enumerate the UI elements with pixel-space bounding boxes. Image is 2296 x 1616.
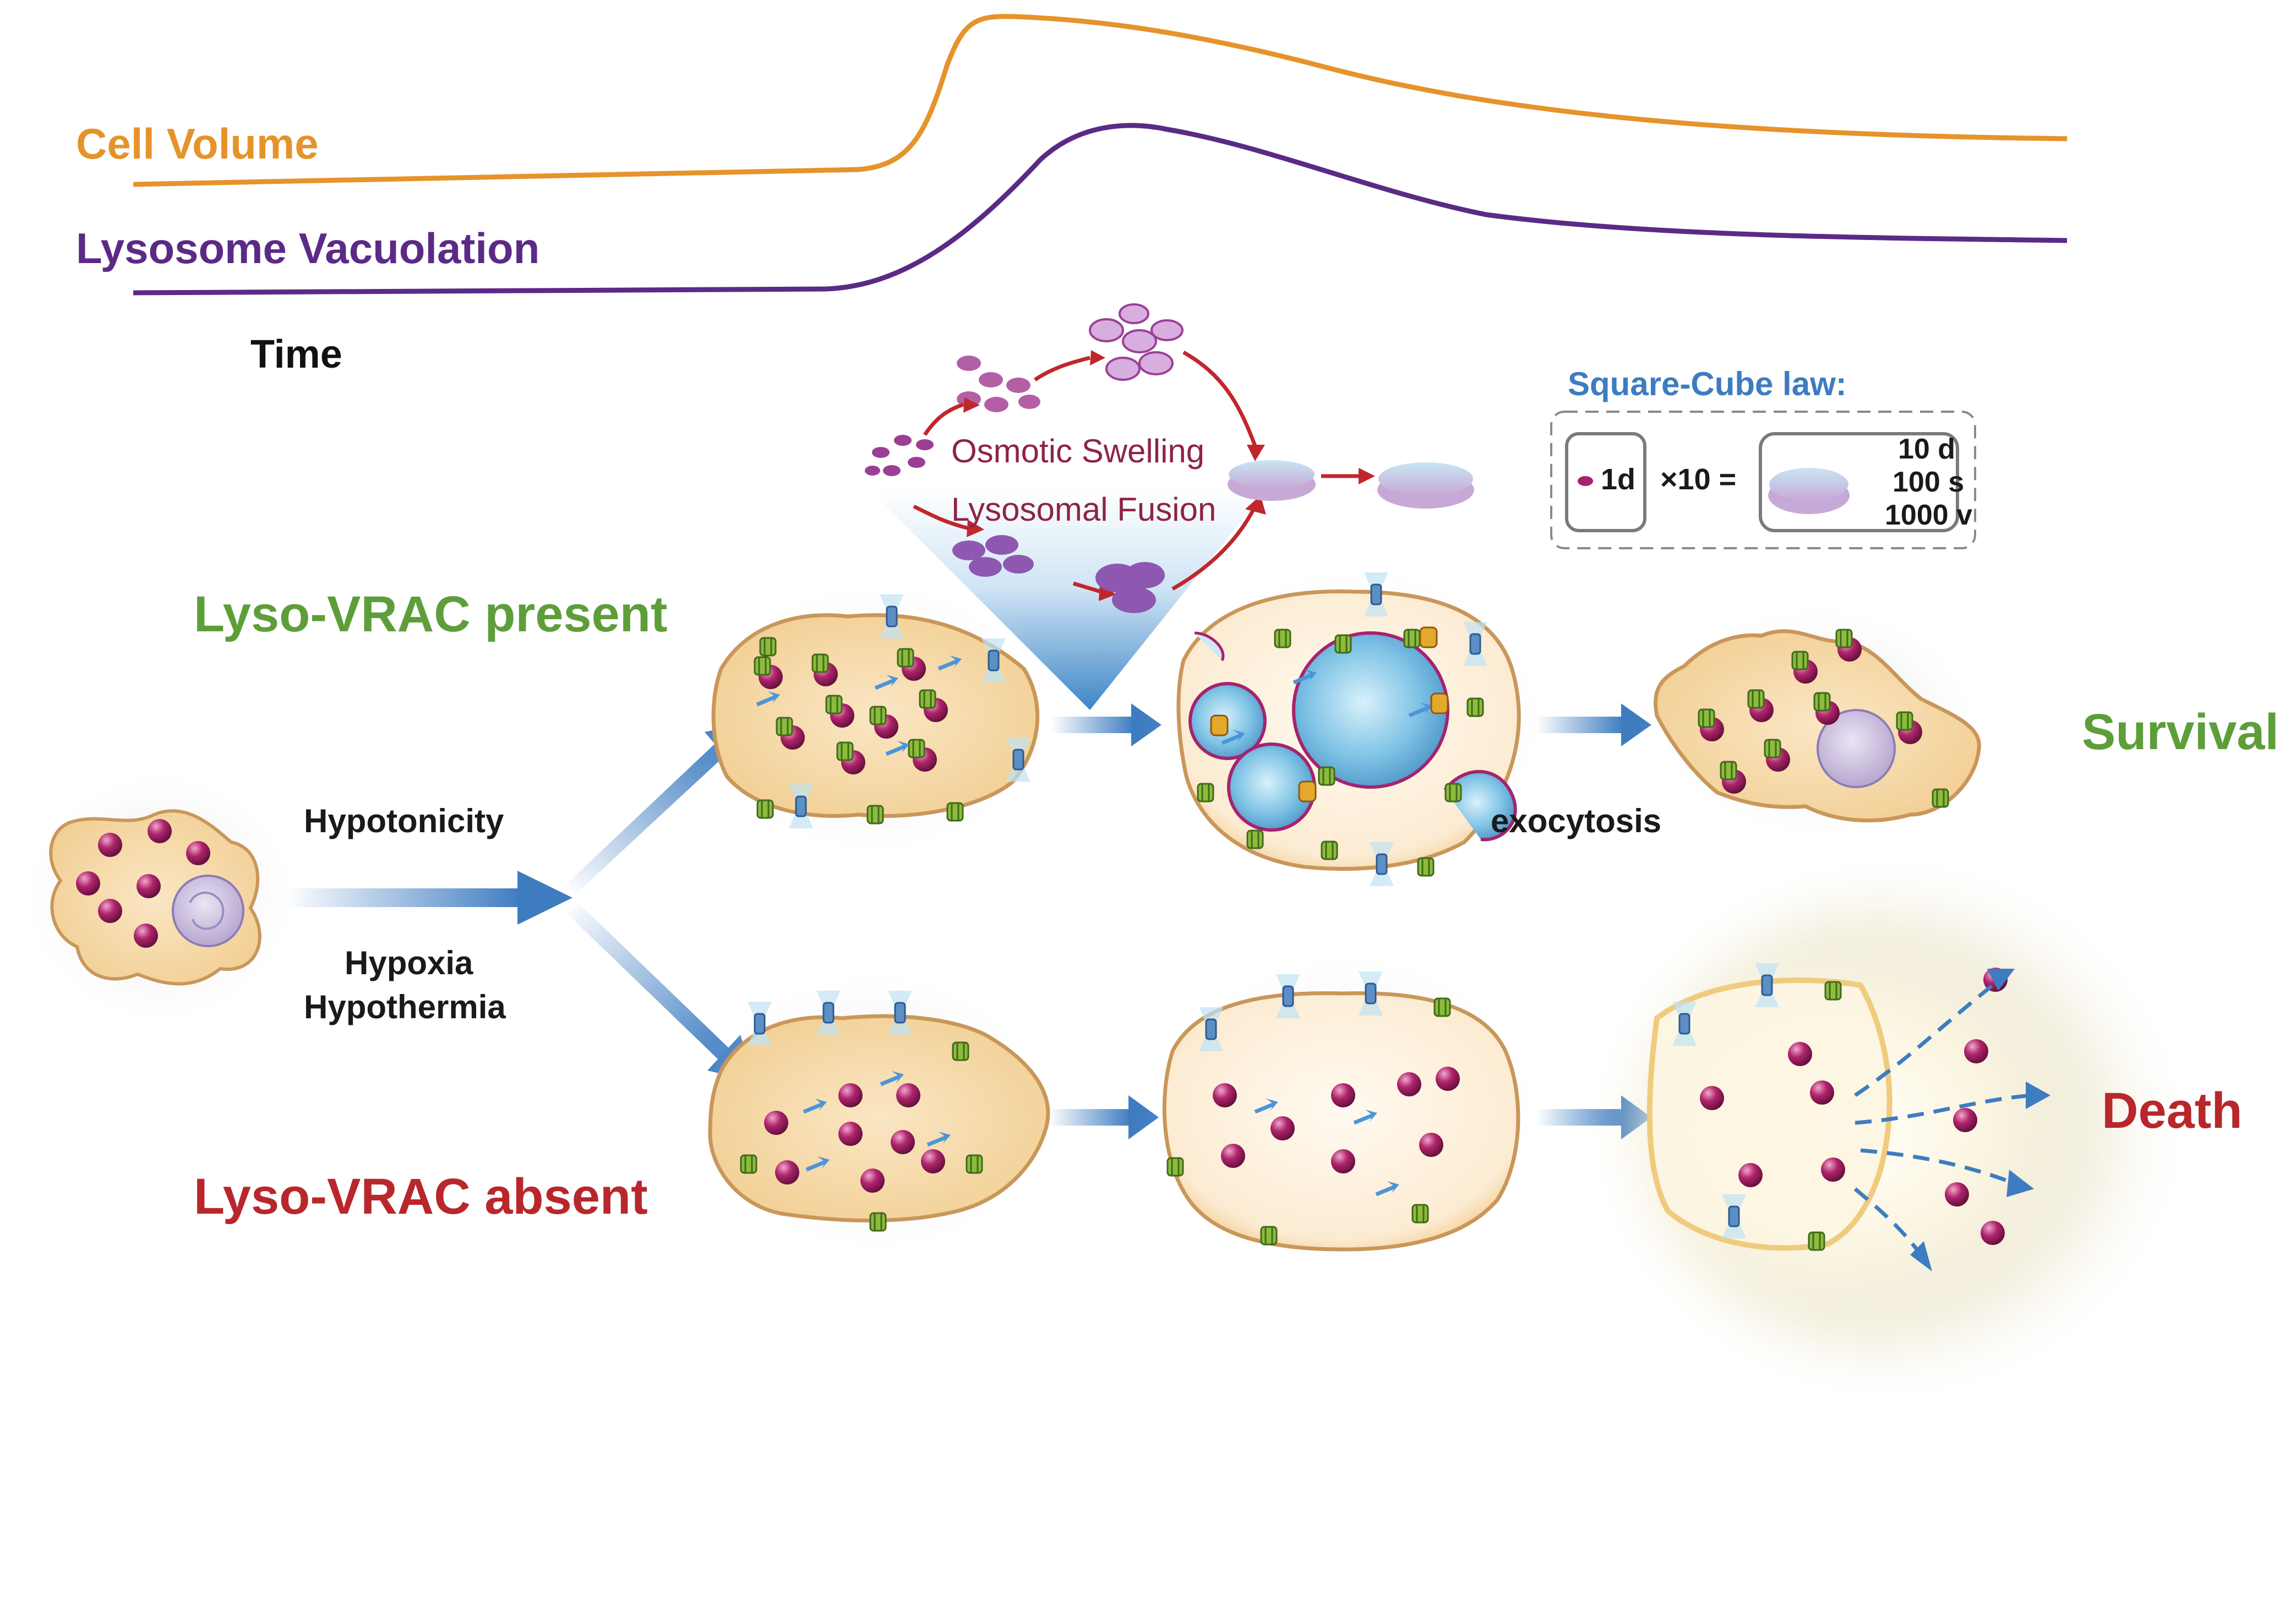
lysosomal-fusion-label: Lysosomal Fusion (951, 491, 1217, 528)
square-cube-volume: 1000 v (1885, 499, 1973, 531)
hypoxia-label: Hypoxia (345, 945, 473, 981)
arrow-absent-2 (1536, 1095, 1651, 1139)
starting-cell (17, 765, 303, 1029)
square-cube-diameter: 10 d (1898, 433, 1956, 465)
stimulus-arrow (285, 871, 572, 925)
bursting-cell (1635, 897, 2207, 1360)
lysosome-vacuolation-label: Lysosome Vacuolation (76, 224, 540, 272)
survival-label: Survival (2082, 704, 2279, 760)
lysosome-cluster-medium (957, 356, 1040, 412)
cell-volume-label: Cell Volume (76, 119, 319, 168)
square-cube-title: Square-Cube law: (1568, 365, 1847, 402)
swelling-cell-absent (688, 963, 1062, 1260)
hypotonicity-label: Hypotonicity (304, 802, 504, 839)
survival-cell (1646, 600, 1987, 842)
swelling-cell-present (694, 575, 1057, 861)
swollen-disk-1 (1228, 460, 1316, 501)
arrow-absent-1 (1049, 1095, 1159, 1139)
arrow-present-1 (1051, 703, 1161, 746)
lyso-vrac-absent-label: Lyso-VRAC absent (194, 1169, 648, 1225)
time-label: Time (250, 332, 342, 376)
vac-channel-yellow (1210, 626, 1449, 802)
lysosome-cluster-large (1089, 303, 1184, 381)
swollen-disk-2 (1377, 462, 1474, 509)
swelling-arrows (913, 350, 1360, 594)
death-label: Death (2102, 1083, 2243, 1139)
square-cube-surface: 100 s (1893, 466, 1965, 498)
leak-arrows (1853, 984, 2032, 1257)
swollen-cell-absent (1145, 944, 1552, 1274)
vacuolated-cell-present (1150, 556, 1558, 887)
square-cube-box (1550, 411, 1976, 549)
leak-arrowheads (1910, 969, 2050, 1271)
osmotic-swelling-label: Osmotic Swelling (951, 433, 1205, 469)
exocytosis-label: exocytosis (1491, 802, 1662, 839)
square-cube-small-label: 1d (1601, 463, 1636, 496)
lysosome-cluster-small (865, 435, 934, 476)
lyso-vrac-present-label: Lyso-VRAC present (194, 586, 668, 642)
lysosome-vacuolation-curve (133, 123, 2068, 296)
fused-lysosome-clusters (952, 535, 1165, 613)
square-cube-multiplier: ×10 = (1660, 463, 1737, 496)
hypothermia-label: Hypothermia (304, 989, 506, 1025)
cell-volume-curve (133, 14, 2068, 187)
